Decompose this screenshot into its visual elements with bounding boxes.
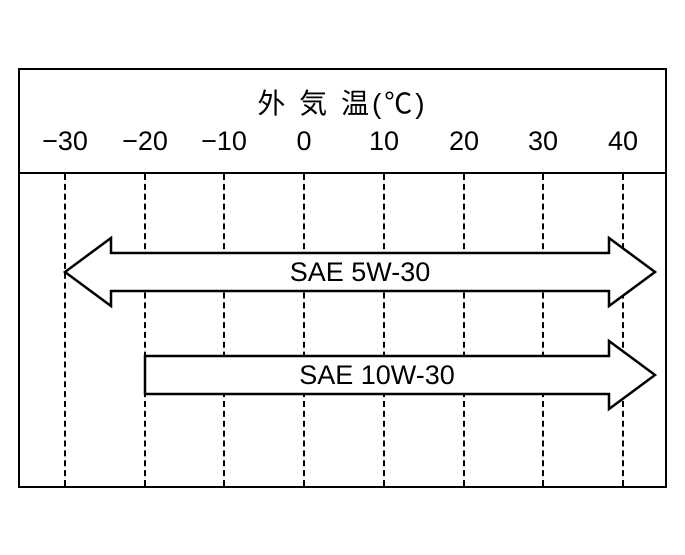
- axis-tick-label-minus10: −10: [201, 126, 247, 156]
- range-arrows-layer: SAE 5W-30 SAE 10W-30: [62, 235, 658, 412]
- axis-tick-label-20: 20: [448, 126, 480, 156]
- chart-title: 外 気 温(℃): [257, 88, 428, 119]
- axis-tick-label-minus20: −20: [122, 126, 168, 156]
- dashed-gridline-minus20: [144, 174, 146, 486]
- dashed-gridline-20: [463, 174, 465, 486]
- axis-tick-label-30: 30: [527, 126, 559, 156]
- sae-5w30-arrow-label: SAE 5W-30: [290, 257, 431, 287]
- axis-tick-label-40: 40: [607, 126, 639, 156]
- dashed-gridline-10: [383, 174, 385, 486]
- dashed-gridline-minus30: [64, 174, 66, 486]
- axis-tick-label-0: 0: [296, 126, 312, 156]
- chart-frame: 外 気 温(℃) −30 −20 −10 0 10 20 30 40 SAE 5…: [18, 68, 667, 488]
- dashed-gridline-0: [303, 174, 305, 486]
- dashed-gridline-minus10: [223, 174, 225, 486]
- sae-5w30-arrow-shape: [62, 235, 658, 309]
- axis-tick-label-10: 10: [368, 126, 400, 156]
- dashed-gridline-40: [622, 174, 624, 486]
- sae-10w30-arrow-label: SAE 10W-30: [299, 360, 455, 390]
- axis-tick-label-minus30: −30: [42, 126, 88, 156]
- axis-divider-line: [20, 172, 665, 174]
- dashed-gridline-30: [542, 174, 544, 486]
- sae-10w30-arrow-shape: [143, 338, 658, 412]
